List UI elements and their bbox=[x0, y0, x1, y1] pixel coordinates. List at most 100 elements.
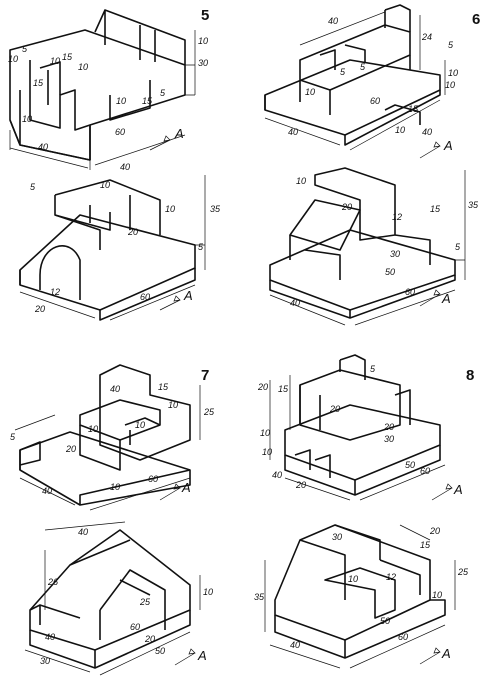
dim-label: 15 bbox=[408, 104, 419, 114]
dim-label: 5 bbox=[360, 62, 366, 72]
dim-label: 10 bbox=[50, 56, 60, 66]
dim-label: 10 bbox=[165, 204, 175, 214]
dim-label: 50 bbox=[405, 460, 415, 470]
dim-label: 30 bbox=[384, 434, 394, 444]
dim-label: 5 bbox=[340, 67, 346, 77]
dim-label: 40 bbox=[120, 162, 130, 172]
dim-label: 20 bbox=[329, 404, 340, 414]
exercise-8-top-drawing: 5 20 15 20 20 30 10 10 50 40 20 60 A bbox=[257, 354, 463, 501]
dim-label: 5 bbox=[448, 40, 454, 50]
dim-label: 24 bbox=[421, 32, 432, 42]
dim-label: 12 bbox=[386, 572, 396, 582]
dim-label: 40 bbox=[42, 486, 52, 496]
dim-label: 5 bbox=[455, 242, 461, 252]
dim-label: 60 bbox=[140, 292, 150, 302]
dim-label: 10 bbox=[445, 80, 455, 90]
dim-label: 60 bbox=[398, 632, 408, 642]
dim-label: 10 bbox=[305, 87, 315, 97]
dim-label: 26 bbox=[47, 577, 58, 587]
dim-label: 10 bbox=[395, 125, 405, 135]
dim-label: 35 bbox=[468, 200, 479, 210]
dim-label: 10 bbox=[135, 420, 145, 430]
dim-label: 5 bbox=[22, 44, 28, 54]
dim-label: 20 bbox=[341, 202, 352, 212]
dim-label: 30 bbox=[40, 656, 50, 666]
dim-label: 40 bbox=[290, 298, 300, 308]
dim-label: 10 bbox=[348, 574, 358, 584]
exercise-7-bottom-drawing: 40 26 10 25 60 20 50 40 30 A bbox=[24, 521, 213, 676]
dim-label: 10 bbox=[448, 68, 458, 78]
exercise-8-bottom-drawing: 30 20 15 10 12 25 10 35 50 40 60 A bbox=[254, 524, 469, 669]
dim-label: 40 bbox=[110, 384, 120, 394]
view-direction-label: A bbox=[441, 291, 451, 306]
dim-label: 35 bbox=[210, 204, 221, 214]
dim-label: 20 bbox=[127, 227, 138, 237]
dim-label: 40 bbox=[328, 16, 338, 26]
exercise-number-7: 7 bbox=[201, 367, 209, 384]
dim-label: 15 bbox=[33, 78, 44, 88]
dim-label: 20 bbox=[429, 526, 440, 536]
dim-label: 40 bbox=[422, 127, 432, 137]
dim-label: 50 bbox=[155, 646, 165, 656]
dim-label: 30 bbox=[332, 532, 342, 542]
dim-label: 15 bbox=[430, 204, 441, 214]
dim-label: 30 bbox=[390, 249, 400, 259]
dim-label: 25 bbox=[203, 407, 215, 417]
dim-label: 10 bbox=[198, 36, 208, 46]
dim-label: 5 bbox=[198, 242, 204, 252]
dim-label: 5 bbox=[10, 432, 16, 442]
dim-label: 12 bbox=[392, 212, 402, 222]
dim-label: 10 bbox=[432, 590, 442, 600]
dim-label: 60 bbox=[115, 127, 125, 137]
dim-label: 15 bbox=[158, 382, 169, 392]
dim-label: 20 bbox=[34, 304, 45, 314]
view-direction-label: A bbox=[181, 480, 191, 495]
exercise-number-5: 5 bbox=[201, 7, 209, 24]
dim-label: 15 bbox=[142, 96, 153, 106]
view-direction-label: A bbox=[183, 288, 193, 303]
dim-label: 20 bbox=[383, 422, 394, 432]
dim-label: 40 bbox=[290, 640, 300, 650]
view-direction-label: A bbox=[174, 126, 184, 141]
dim-label: 60 bbox=[405, 287, 415, 297]
dim-label: 60 bbox=[370, 96, 380, 106]
dim-label: 40 bbox=[78, 527, 88, 537]
dim-label: 40 bbox=[272, 470, 282, 480]
dim-label: 10 bbox=[296, 176, 306, 186]
dim-label: 15 bbox=[420, 540, 431, 550]
dim-label: 10 bbox=[78, 62, 88, 72]
exercise-number-8: 8 bbox=[466, 367, 474, 384]
dim-label: 10 bbox=[116, 96, 126, 106]
dim-label: 60 bbox=[130, 622, 140, 632]
dim-label: 60 bbox=[148, 474, 158, 484]
dim-label: 50 bbox=[385, 267, 395, 277]
dim-label: 10 bbox=[260, 428, 270, 438]
dim-label: 40 bbox=[45, 632, 55, 642]
dim-label: 20 bbox=[144, 634, 155, 644]
view-direction-label: A bbox=[441, 646, 451, 661]
dim-label: 25 bbox=[139, 597, 151, 607]
dim-label: 60 bbox=[420, 466, 430, 476]
dim-label: 20 bbox=[257, 382, 268, 392]
dim-label: 12 bbox=[50, 287, 60, 297]
view-direction-label: A bbox=[443, 138, 453, 153]
dim-label: 30 bbox=[198, 58, 208, 68]
dim-label: 40 bbox=[288, 127, 298, 137]
dim-label: 10 bbox=[100, 180, 110, 190]
dim-label: 20 bbox=[65, 444, 76, 454]
dim-label: 5 bbox=[30, 182, 36, 192]
dim-label: 10 bbox=[110, 482, 120, 492]
dim-label: 15 bbox=[278, 384, 289, 394]
dim-label: 25 bbox=[457, 567, 469, 577]
dim-label: 35 bbox=[254, 592, 265, 602]
exercise-7-top-drawing: 40 15 10 25 10 10 5 20 10 60 40 A bbox=[10, 364, 215, 511]
dim-label: 5 bbox=[370, 364, 376, 374]
exercise-6-bottom-drawing: 10 20 12 15 35 30 5 50 60 40 A bbox=[269, 167, 479, 326]
dim-label: 10 bbox=[168, 400, 178, 410]
exercise-5-bottom-drawing: 5 40 10 10 20 35 5 12 20 60 A bbox=[19, 162, 221, 321]
view-direction-label: A bbox=[453, 482, 463, 497]
dim-label: 10 bbox=[22, 114, 32, 124]
dim-label: 40 bbox=[38, 142, 48, 152]
exercise-number-6: 6 bbox=[472, 11, 480, 28]
